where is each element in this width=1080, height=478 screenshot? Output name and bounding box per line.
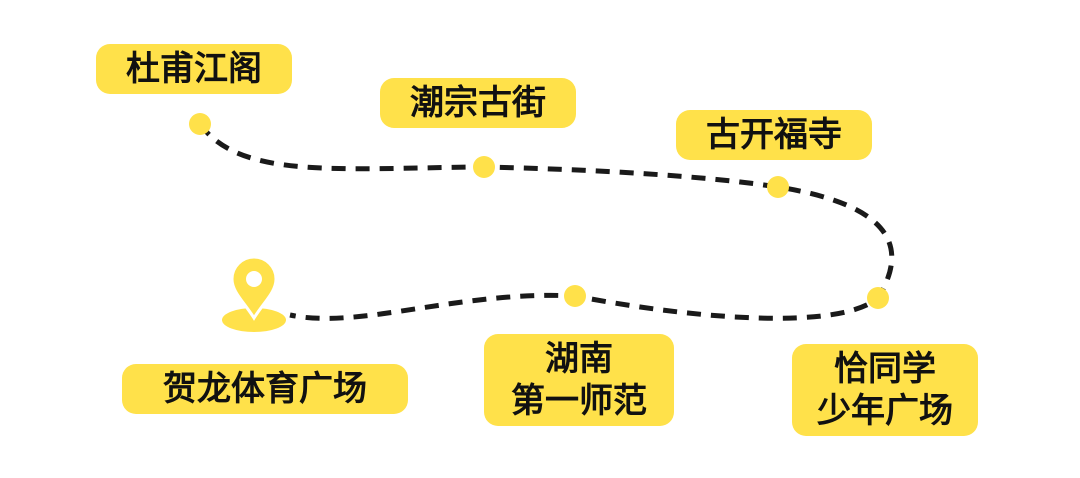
stop-label-chaozong: 潮宗古街 bbox=[380, 78, 576, 128]
stop-label-normal: 湖南 第一师范 bbox=[484, 334, 674, 426]
stop-label-line: 古开福寺 bbox=[706, 115, 842, 155]
stop-marker-kaifu bbox=[767, 176, 789, 198]
stop-label-dufu: 杜甫江阁 bbox=[96, 44, 292, 94]
stop-label-line: 第一师范 bbox=[511, 381, 647, 421]
stop-marker-dufu bbox=[189, 113, 211, 135]
stop-label-line: 恰同学 bbox=[834, 349, 936, 389]
stop-marker-normal bbox=[564, 285, 586, 307]
stop-label-kaifu: 古开福寺 bbox=[676, 110, 872, 160]
stop-marker-chaozong bbox=[473, 156, 495, 178]
stop-label-line: 潮宗古街 bbox=[410, 83, 546, 123]
route-line bbox=[197, 122, 895, 321]
stop-label-line: 杜甫江阁 bbox=[126, 49, 262, 89]
stop-label-helong: 贺龙体育广场 bbox=[122, 364, 408, 414]
stop-label-line: 湖南 bbox=[545, 339, 613, 379]
stop-marker-qiatong bbox=[867, 287, 889, 309]
stop-label-qiatong: 恰同学 少年广场 bbox=[792, 344, 978, 436]
stop-label-line: 贺龙体育广场 bbox=[163, 369, 367, 409]
stop-label-line: 少年广场 bbox=[817, 391, 953, 431]
location-pin-icon bbox=[222, 255, 286, 332]
